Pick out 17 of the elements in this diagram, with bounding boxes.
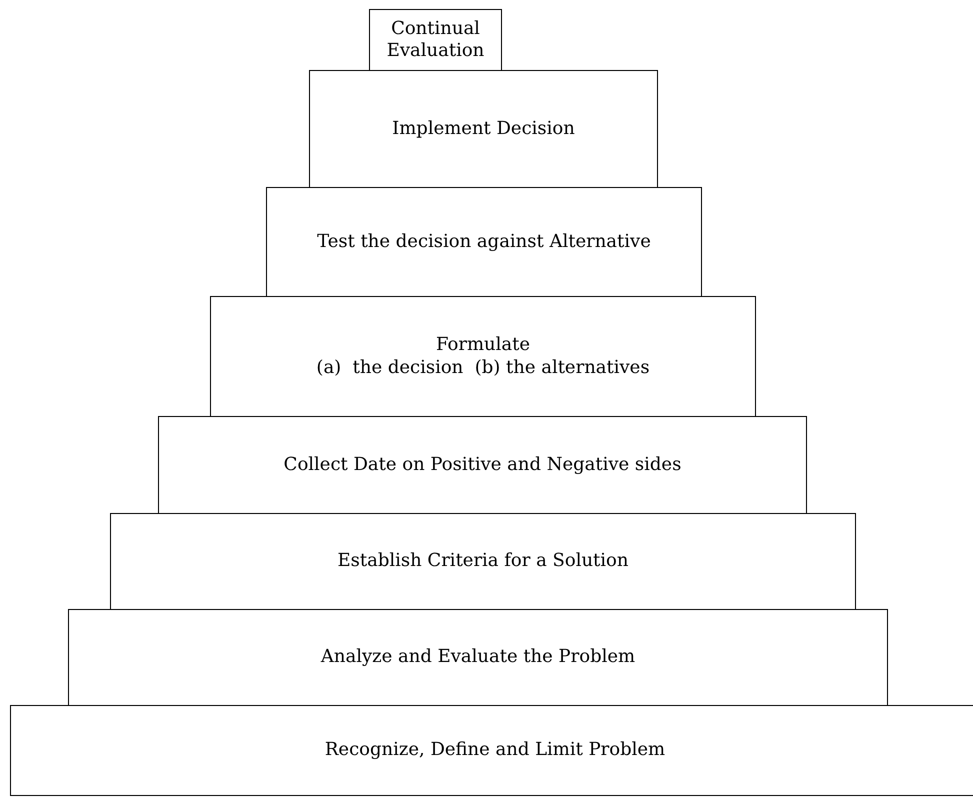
step-box (266, 187, 702, 297)
step-label: Formulate (436, 334, 530, 356)
step-box (10, 705, 973, 796)
step-label: Establish Criteria for a Solution (338, 550, 628, 573)
step-label: Recognize, Define and Limit Problem (324, 739, 666, 762)
step-label: Collect Date on Positive and Negative sides (284, 454, 682, 476)
step-label: Analyze and Evaluate the Problem (320, 646, 636, 669)
step-label: Continual Evaluation (386, 18, 486, 62)
step-box (110, 513, 856, 610)
step-label: Implement Decision (392, 118, 575, 140)
step-detail: (a) the decision (b) the alternatives (316, 356, 650, 379)
step-label: Test the decision against Alternative (317, 230, 651, 254)
step-box (210, 296, 756, 417)
step-box (68, 609, 888, 706)
step-box (309, 70, 658, 188)
step-box (158, 416, 807, 514)
step-box (369, 9, 502, 71)
